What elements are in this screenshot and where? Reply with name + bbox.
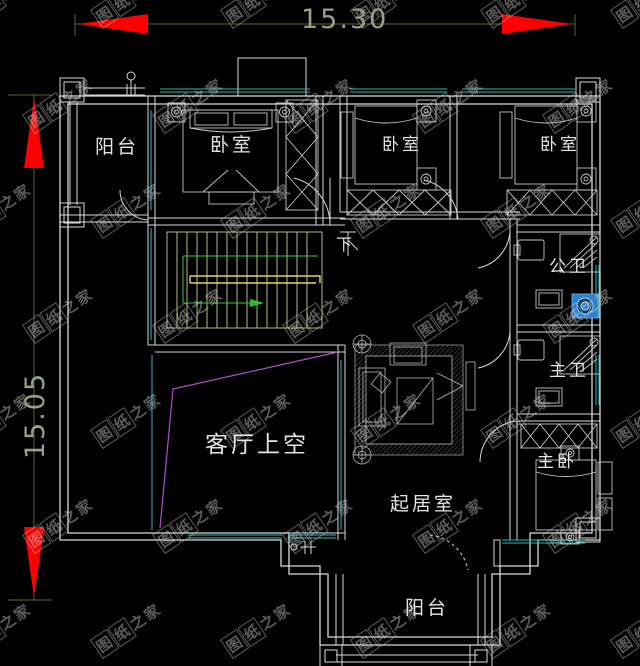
dimension-arrows [24, 14, 572, 597]
doors [119, 177, 516, 571]
room-label-bedroom-2: 卧室 [382, 135, 422, 155]
master-bathroom-fixtures [513, 335, 601, 449]
dimension-left-label: 15.05 [20, 371, 52, 460]
room-label-bedroom-3: 卧室 [540, 135, 580, 155]
bedroom-2-furniture [340, 99, 452, 216]
bottom-balcony-rail [290, 541, 486, 663]
room-label-bedroom-1: 卧室 [210, 134, 255, 156]
room-label-balcony-left: 阳台 [95, 136, 140, 158]
sitting-room-furniture [352, 334, 476, 465]
stair-direction-label: 下 [336, 235, 353, 254]
top-projection-bay [237, 57, 307, 97]
room-label-public-bath: 公卫 [549, 257, 589, 277]
room-label-master-bath: 主卫 [549, 361, 589, 381]
interior-walls [60, 96, 600, 540]
public-bathroom-fixtures [513, 233, 601, 319]
master-bedroom-furniture [535, 445, 613, 545]
dimension-top-label: 15.30 [301, 4, 389, 35]
exterior-walls [59, 77, 601, 666]
room-label-sitting-room: 起居室 [390, 493, 457, 515]
windows [150, 88, 600, 544]
living-room-void-outline [159, 351, 339, 529]
room-label-living-void: 客厅上空 [205, 432, 309, 458]
left-balcony-rail [69, 71, 145, 205]
bedroom-1-furniture [167, 99, 319, 211]
room-label-master-bedroom: 主卧 [537, 452, 577, 472]
misc-details [340, 231, 501, 567]
room-label-balcony-bottom: 阳台 [405, 597, 450, 619]
bedroom-3-furniture [499, 99, 598, 216]
dimension-lines [8, 14, 576, 601]
staircase [166, 231, 323, 329]
